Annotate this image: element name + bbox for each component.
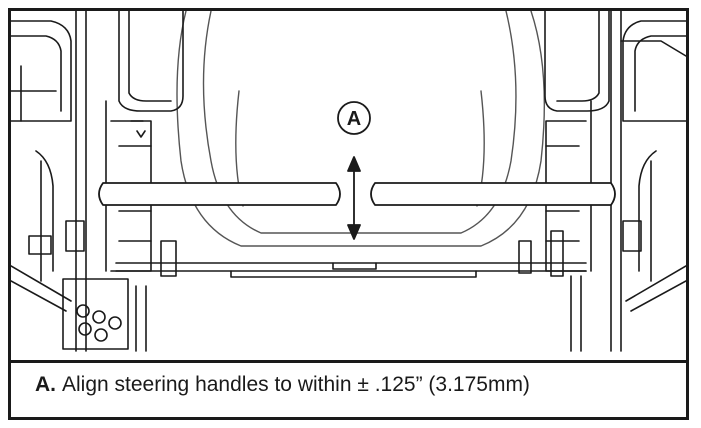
technical-drawing: A	[11, 11, 686, 360]
callout-letter: A	[347, 108, 361, 130]
figure-frame: A A. Align steering handles to within ± .…	[8, 8, 689, 420]
right-steering-handle	[370, 182, 616, 206]
seat-outline	[176, 11, 546, 247]
caption-text: Align steering handles to within ± .125”…	[62, 373, 530, 396]
left-steering-handle	[98, 182, 341, 206]
right-mechanism	[518, 11, 686, 352]
left-seat-bracket	[118, 11, 184, 138]
caption-divider	[11, 360, 686, 363]
caption-letter: A.	[35, 373, 56, 396]
adjustment-arrow	[347, 156, 361, 240]
callout-a	[337, 101, 371, 135]
figure-caption: A. Align steering handles to within ± .12…	[35, 373, 530, 397]
right-seat-bracket	[544, 11, 610, 112]
lower-crossbar	[115, 262, 587, 278]
left-mechanism	[11, 11, 177, 352]
